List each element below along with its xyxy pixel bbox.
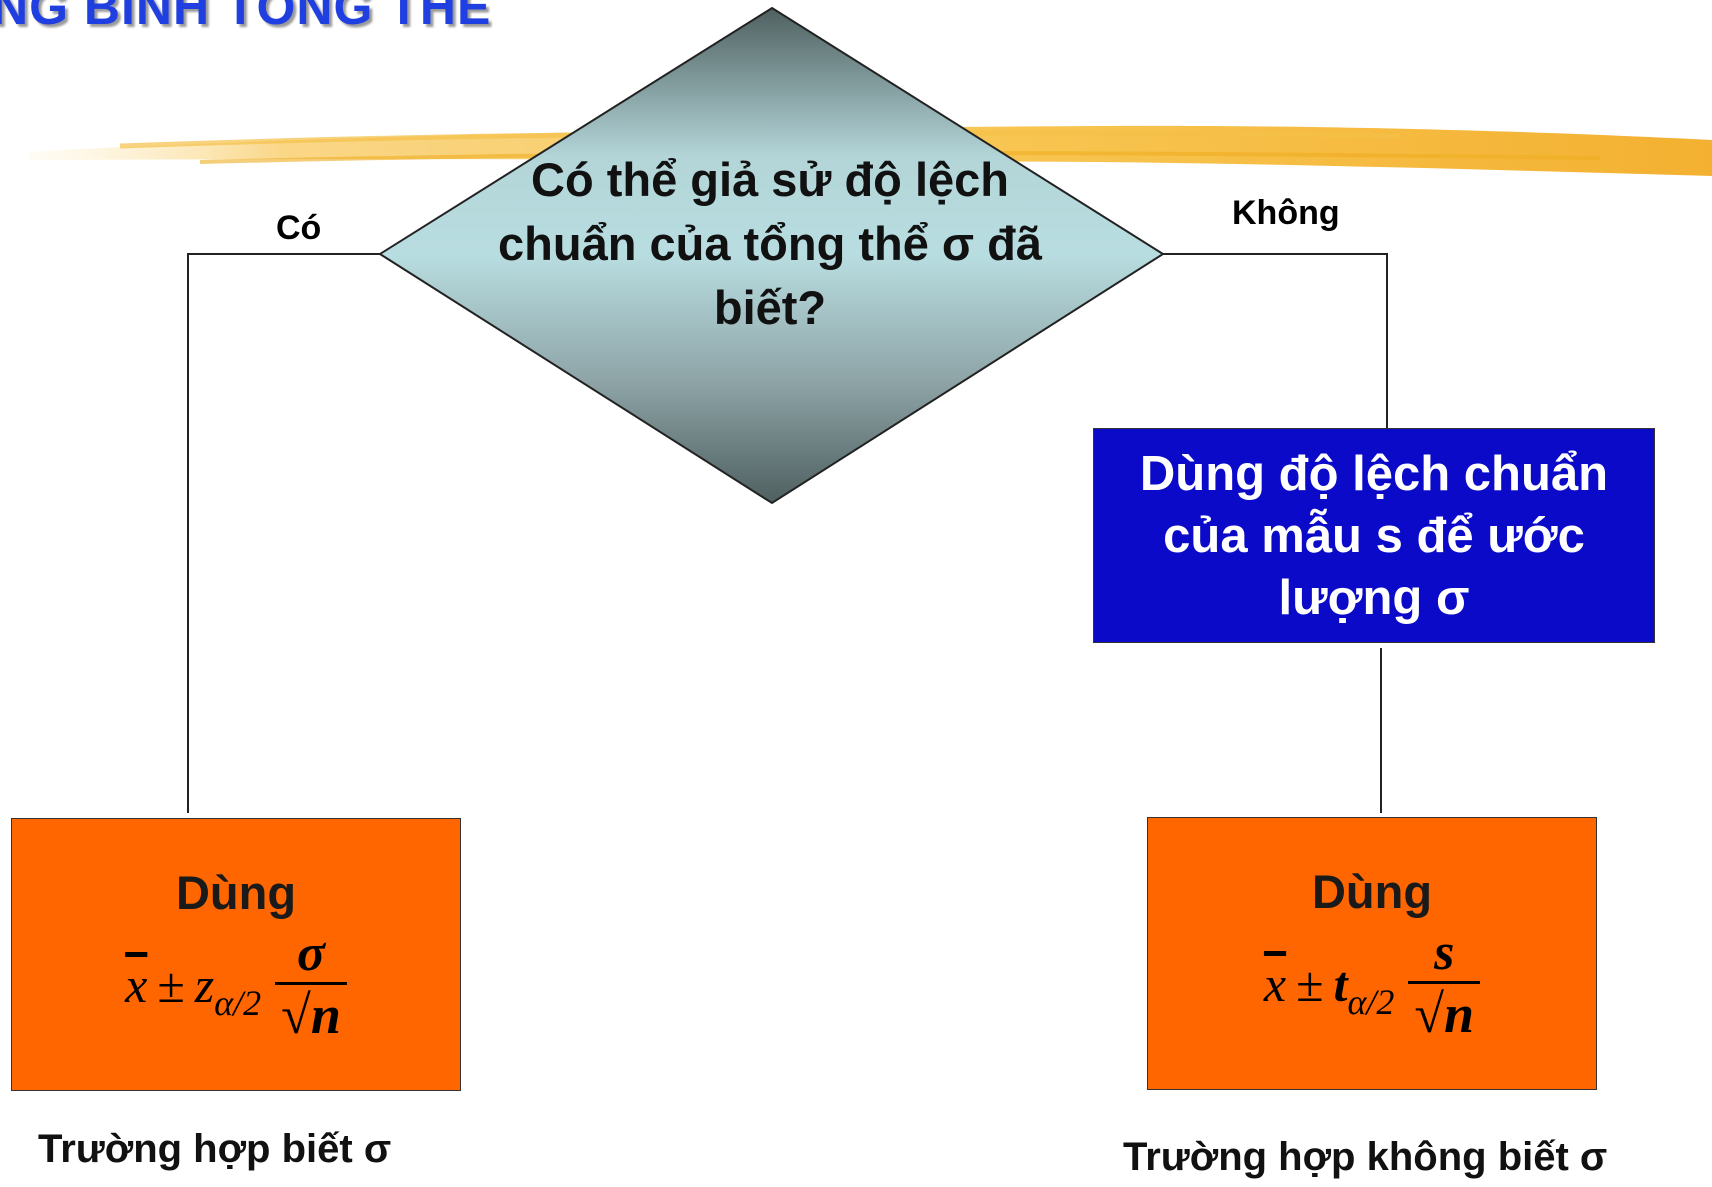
z-interval-formula: x ± z α/2 σ √n xyxy=(125,924,347,1045)
n-symbol: n xyxy=(310,981,341,1045)
alpha-half-subscript: α/2 xyxy=(214,983,262,1023)
sqrt-symbol: √ xyxy=(281,984,311,1045)
x-bar-symbol: x xyxy=(1263,956,1287,1012)
n-symbol: n xyxy=(1444,980,1475,1044)
decision-diamond xyxy=(378,6,1165,505)
connector-no xyxy=(1163,253,1388,428)
x-bar-symbol: x xyxy=(125,957,148,1013)
branch-label-yes: Có xyxy=(276,209,322,247)
t-symbol: t xyxy=(1333,956,1348,1012)
unknown-sigma-box: Dùng x ± t α/2 s √n xyxy=(1147,817,1597,1090)
plus-minus-symbol: ± xyxy=(157,957,185,1013)
known-sigma-box: Dùng x ± z α/2 σ √n xyxy=(11,818,461,1091)
sqrt-symbol: √ xyxy=(1414,983,1445,1044)
fraction: s √n xyxy=(1408,923,1481,1044)
s-numerator: s xyxy=(1434,923,1455,981)
plus-minus-symbol: ± xyxy=(1296,956,1324,1012)
caption-known-sigma: Trường hợp biết σ xyxy=(38,1127,392,1171)
sigma-numerator: σ xyxy=(297,924,326,982)
caption-unknown-sigma: Trường hợp không biết σ xyxy=(1123,1135,1608,1179)
known-use-label: Dùng xyxy=(175,865,297,919)
decision-question: Có thể giả sử độ lệch chuẩn của tổng thể… xyxy=(498,153,1042,334)
sqrt-n-denominator: √n xyxy=(1408,980,1481,1044)
unknown-use-label: Dùng xyxy=(1311,864,1433,918)
fraction: σ √n xyxy=(275,924,347,1045)
branch-label-no: Không xyxy=(1232,194,1340,232)
connector-yes xyxy=(187,253,380,813)
estimate-sigma-box: Dùng độ lệch chuẩn của mẫu s để ước lượn… xyxy=(1093,428,1655,643)
z-symbol: z xyxy=(194,957,215,1013)
alpha-half-subscript: α/2 xyxy=(1347,982,1395,1022)
sqrt-n-denominator: √n xyxy=(275,981,347,1045)
estimate-sigma-text: Dùng độ lệch chuẩn của mẫu s để ước lượn… xyxy=(1139,446,1609,625)
t-interval-formula: x ± t α/2 s √n xyxy=(1263,923,1481,1044)
slide-title: NG BÌNH TỔNG THỂ xyxy=(0,0,492,35)
